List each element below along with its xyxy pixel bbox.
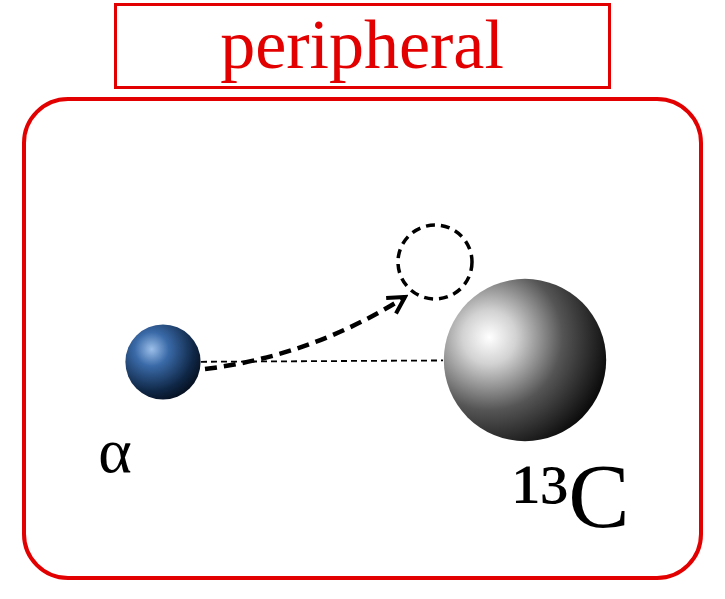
nucleus-label: ¹³C [513, 450, 630, 542]
sphere-shape [125, 324, 201, 400]
frame-heading: peripheral [114, 3, 611, 89]
final-position-circle [398, 225, 472, 299]
particle-label: α [65, 419, 165, 483]
impact-line [201, 360, 443, 361]
sphere-shape [443, 278, 607, 442]
carbon-nucleus: ¹³C [443, 278, 607, 442]
alpha-particle: α [125, 324, 201, 400]
trajectory-arrow [205, 297, 405, 369]
reaction-frame: α¹³Cperipheral [22, 97, 703, 580]
